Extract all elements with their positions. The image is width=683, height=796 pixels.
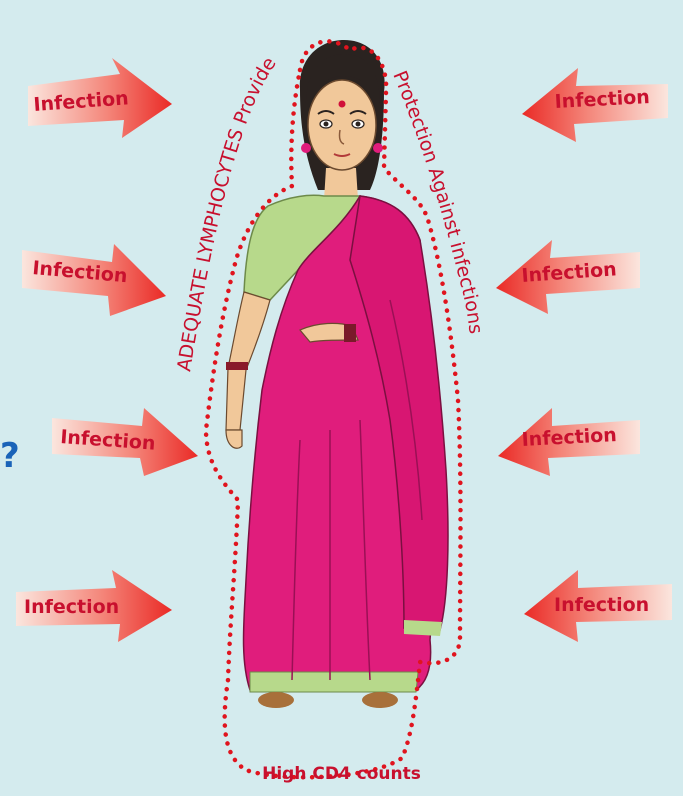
infection-arrow-right-2: Infection xyxy=(496,240,640,314)
cd4-caption: High CD4 counts xyxy=(0,764,683,784)
infection-arrow-right-3: Infection xyxy=(498,408,640,476)
left-edge-question-mark: ? xyxy=(0,436,20,476)
infection-label: Infection xyxy=(24,596,119,618)
infection-arrow-left-1: Infection xyxy=(28,58,172,138)
infection-arrow-left-3: Infection xyxy=(52,408,198,476)
infection-arrow-right-4: Infection xyxy=(524,570,672,642)
infection-arrow-left-2: Infection xyxy=(22,244,166,316)
infection-label: Infection xyxy=(554,594,649,616)
infection-arrow-right-1: Infection xyxy=(522,68,668,142)
infection-arrow-left-4: Infection xyxy=(16,570,172,642)
